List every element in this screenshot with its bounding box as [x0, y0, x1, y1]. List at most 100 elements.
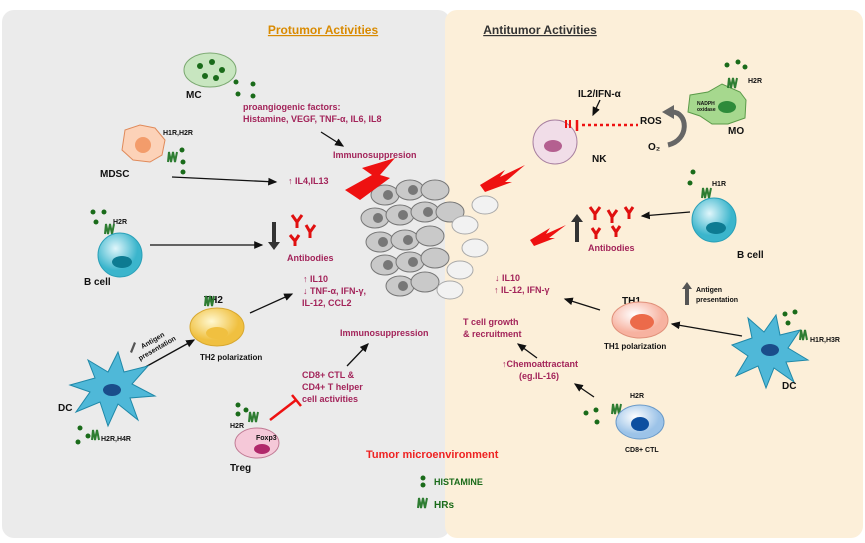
receptor-icon: [727, 77, 738, 89]
immunosuppresion-text: Immunosuppresion: [333, 150, 417, 160]
increase-arrow-icon: [682, 282, 692, 305]
dc-label-left: DC: [58, 403, 72, 414]
mo-receptor-label: H2R: [748, 78, 762, 85]
receptor-icon: [611, 403, 622, 415]
increase-arrow-icon: [130, 342, 136, 353]
legend-receptor-icon: [417, 497, 428, 509]
th2-cell: [189, 307, 245, 347]
cd8-activities-1: CD8+ CTL &: [302, 370, 355, 380]
mdsc-cell: [121, 124, 166, 163]
legend-histamine-icon: [420, 475, 426, 488]
cd8-activities-2: CD4+ T helper: [302, 382, 363, 392]
left-cytokines-3: IL-12, CCL2: [302, 298, 352, 308]
cd8-ctl-label: CD8+ CTL: [625, 447, 659, 454]
treg-receptor-label: H2R: [230, 423, 244, 430]
protumor-title: Protumor Activities: [268, 23, 379, 37]
inhibition-line: [269, 399, 297, 421]
proangiogenic-text-1: proangiogenic factors:: [243, 102, 341, 112]
histamine-dots-icon: [782, 309, 798, 326]
dc-label-right: DC: [782, 381, 796, 392]
arrow: [670, 321, 743, 337]
arrow: [640, 211, 691, 220]
dendritic-cell-left: [68, 350, 157, 428]
receptor-icon: [91, 429, 100, 441]
antibodies-label-right: Antibodies: [588, 243, 635, 253]
arrow: [346, 343, 369, 367]
right-cytokines-2: ↑ IL-12, IFN-γ: [494, 285, 550, 295]
antibodies-icon: [288, 214, 317, 246]
arrow: [573, 383, 595, 398]
tumor-microenvironment-label: Tumor microenvironment: [366, 449, 499, 461]
o2-label: O₂: [648, 142, 660, 153]
cd8-receptor-label: H2R: [630, 393, 644, 400]
presentation-label-right: presentation: [696, 297, 738, 304]
histamine-dots-icon: [583, 407, 600, 425]
il4-il13-text: ↑ IL4,IL13: [288, 176, 329, 186]
histamine-dots-icon: [233, 79, 256, 99]
mdsc-label: MDSC: [100, 169, 129, 180]
th2-polarization-label: TH2 polarization: [200, 353, 262, 362]
nadph-label-2: oxidase: [697, 107, 716, 113]
nk-attack-bolt-icon: [480, 165, 525, 192]
treg-cell: [234, 427, 280, 459]
arrowhead-icon: [662, 105, 674, 119]
th1-polarization-label: TH1 polarization: [604, 342, 666, 351]
arrow: [563, 297, 601, 311]
nk-cell: [532, 119, 578, 165]
histamine-dots-icon: [90, 209, 107, 225]
chemoattractant-1: ↑Chemoattractant: [502, 359, 578, 369]
histamine-dots-icon: [687, 169, 696, 186]
arrow: [171, 176, 278, 186]
tcell-growth-1: T cell growth: [463, 317, 519, 327]
histamine-dots-icon: [724, 59, 748, 70]
receptor-icon: [104, 223, 115, 235]
cd8-activities-3: cell activities: [302, 394, 358, 404]
receptor-icon: [799, 329, 808, 341]
arrow: [592, 99, 601, 117]
macrophage-cell: [687, 83, 747, 125]
b-cell-right: [691, 197, 737, 243]
ros-curved-arrow-icon: [667, 109, 687, 148]
receptor-icon: [167, 151, 178, 163]
mast-cell: [183, 52, 237, 88]
receptor-icon: [701, 187, 712, 199]
receptor-icon: [248, 411, 259, 423]
dc-receptors-left: H2R,H4R: [101, 436, 131, 443]
arrow: [320, 131, 345, 147]
histamine-dots-icon: [75, 425, 91, 445]
mo-label: MO: [728, 126, 744, 137]
nk-receptor-icon: [565, 120, 571, 128]
left-cytokines-2: ↓ TNF-α, IFN-γ,: [303, 286, 366, 296]
immunosuppression-text: Immunosuppression: [340, 328, 429, 338]
il2-ifn-label: IL2/IFN-α: [578, 89, 622, 100]
antigen-label-right: Antigen: [696, 287, 722, 294]
left-cytokines-1: ↑ IL10: [303, 274, 328, 284]
chemoattractant-2: (eg.IL-16): [519, 371, 559, 381]
treg-label: Treg: [230, 463, 251, 474]
arrow: [139, 339, 196, 371]
antibodies-label-left: Antibodies: [287, 253, 334, 263]
dc-receptors-right: H1R,H3R: [810, 337, 840, 344]
increase-arrow-icon: [571, 214, 583, 242]
cd8-ctl-cell: [615, 404, 665, 440]
dendritic-cell-right: [730, 313, 810, 390]
antibody-attack-bolt-icon: [530, 225, 566, 246]
legend-histamine-label: HISTAMINE: [434, 477, 483, 487]
antibodies-icon-right: [588, 206, 635, 239]
proangiogenic-text-2: Histamine, VEGF, TNF-α, IL6, IL8: [243, 114, 382, 124]
th1-cell: [611, 301, 669, 339]
tcell-growth-2: & recruitment: [463, 329, 522, 339]
bcell-label-right: B cell: [737, 250, 764, 261]
foxp3-label: Foxp3: [256, 435, 277, 442]
protumor-red-arrow-icon: [345, 158, 395, 200]
nk-label: NK: [592, 154, 607, 165]
b-cell-left: [97, 232, 143, 278]
bcell-receptor-right: H1R: [712, 181, 726, 188]
bcell-label: B cell: [84, 277, 111, 288]
nadph-label-1: NADPH: [697, 101, 715, 107]
legend-hrs-label: HRs: [434, 500, 454, 511]
mdsc-receptors-label: H1R,H2R: [163, 130, 193, 137]
mc-label: MC: [186, 90, 202, 101]
receptor-icon: [204, 295, 215, 307]
